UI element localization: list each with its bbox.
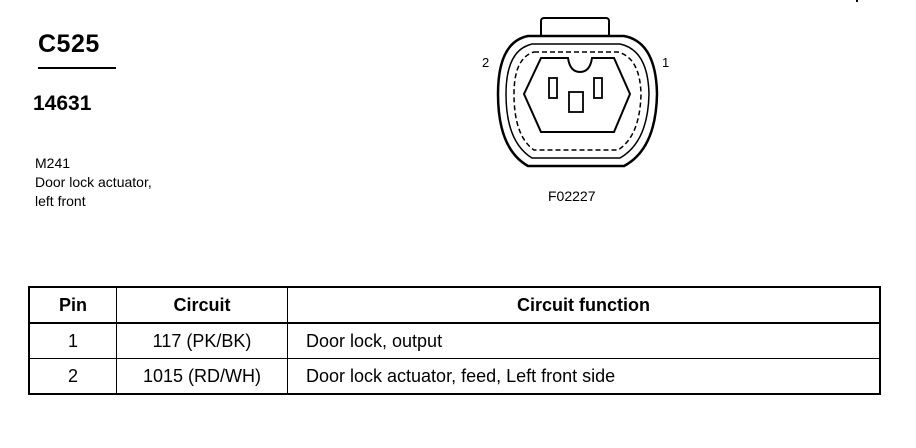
description-line-location: left front [35, 193, 86, 209]
description-line-name: Door lock actuator, [35, 174, 152, 190]
header-circuit: Circuit [116, 286, 288, 324]
connector-face-diagram [496, 17, 659, 168]
terminal-pin-2 [548, 77, 558, 99]
part-number: 14631 [33, 92, 92, 115]
connector-id: C525 [38, 30, 100, 58]
terminal-pin-1 [593, 77, 603, 99]
cell-circuit: 1015 (RD/WH) [116, 358, 288, 395]
table-header-row: Pin Circuit Circuit function [28, 286, 881, 324]
pin-label-1: 1 [662, 55, 670, 70]
figure-id: F02227 [548, 188, 596, 204]
header-circuit-function: Circuit function [287, 286, 881, 324]
cell-circuit: 117 (PK/BK) [116, 322, 288, 359]
header-pin: Pin [28, 286, 117, 324]
description-line-component: M241 [35, 155, 71, 171]
cell-pin: 2 [28, 358, 117, 395]
pinout-table: Pin Circuit Circuit function 1 117 (PK/B… [28, 286, 881, 395]
cell-function: Door lock actuator, feed, Left front sid… [287, 358, 881, 395]
connector-housing-inner [505, 43, 650, 159]
cell-function: Door lock, output [287, 322, 881, 359]
connector-seal-dashed [513, 51, 642, 151]
pin-label-2: 2 [482, 55, 490, 70]
cell-pin: 1 [28, 322, 117, 359]
terminal-center-key [568, 91, 584, 113]
table-row: 2 1015 (RD/WH) Door lock actuator, feed,… [28, 358, 881, 395]
table-row: 1 117 (PK/BK) Door lock, output [28, 322, 881, 359]
connector-id-underline [38, 67, 116, 69]
corner-mark [856, 0, 858, 2]
